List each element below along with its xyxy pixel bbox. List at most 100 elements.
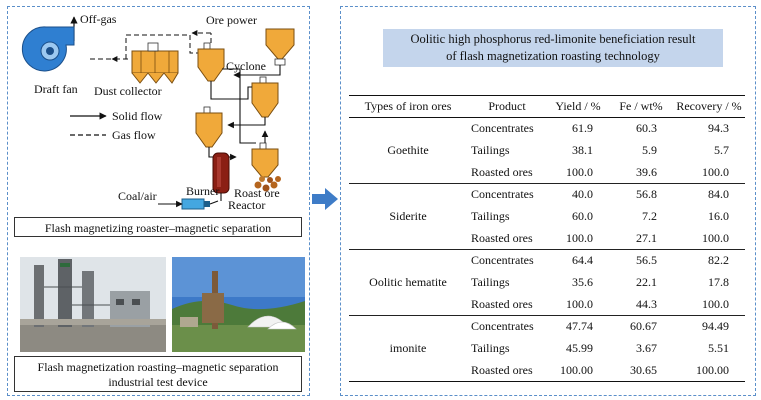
label-roast-ore: Roast ore — [234, 186, 280, 200]
table-title-line-1: Oolitic high phosphorus red-limonite ben… — [410, 32, 696, 46]
ore-type-cell: Siderite — [349, 183, 467, 250]
recovery-cell: 94.49 — [702, 319, 729, 334]
yield-cell: 100.0 — [547, 293, 609, 316]
ore-type-cell: Oolitic hematite — [349, 249, 467, 316]
recovery-cell: 5.51 — [708, 341, 729, 355]
roaster-caption-text: Flash magnetizing roaster–magnetic separ… — [44, 221, 272, 235]
yield-cell: 45.99 — [566, 341, 593, 355]
product-cell: Concentrates — [471, 187, 534, 202]
label-gas-flow: Gas flow — [112, 128, 156, 142]
industrial-caption-line-2: industrial test device — [108, 375, 208, 389]
product-cell: Roasted ores — [467, 359, 547, 382]
recovery-cell: 17.8 — [708, 275, 729, 289]
table-row: Tailings 45.99 3.67 5.51 — [349, 338, 745, 360]
recovery-cell: 100.00 — [673, 359, 745, 382]
product-cell: Concentrates — [471, 253, 534, 268]
industrial-caption-line-1: Flash magnetization roasting–magnetic se… — [37, 360, 279, 374]
fe-cell: 60.3 — [636, 121, 657, 136]
recovery-cell: 100.0 — [673, 161, 745, 184]
label-coal-air: Coal/air — [118, 189, 157, 203]
ore-bin-icon — [265, 28, 295, 66]
header-fe: Fe / wt% — [609, 95, 673, 118]
product-cell: Tailings — [471, 341, 510, 355]
table-row: imonite Concentrates 47.74 60.67 94.49 — [349, 315, 745, 382]
table-header-row: Types of iron ores Product Yield / % Fe … — [349, 95, 745, 118]
industrial-plant-photo-1 — [20, 257, 166, 352]
label-reactor: Reactor — [228, 198, 266, 212]
fe-cell: 60.67 — [630, 319, 657, 334]
recovery-cell: 100.0 — [673, 227, 745, 250]
product-cell: Roasted ores — [467, 227, 547, 250]
table-row: Tailings 60.0 7.2 16.0 — [349, 206, 745, 228]
fe-cell: 7.2 — [642, 209, 657, 223]
product-cell: Roasted ores — [467, 161, 547, 184]
yield-cell: 47.74 — [566, 319, 593, 334]
recovery-cell: 84.0 — [708, 187, 729, 202]
flowsheet-diagram — [21, 16, 295, 210]
cyclone-4-icon — [251, 142, 279, 178]
ore-type-cell: imonite — [349, 315, 467, 382]
label-cyclone: Cyclone — [226, 59, 266, 73]
cyclone-1-icon — [197, 42, 225, 82]
fe-cell: 56.8 — [636, 187, 657, 202]
fe-cell: 56.5 — [636, 253, 657, 268]
product-cell: Tailings — [471, 275, 510, 289]
header-ore-type: Types of iron ores — [349, 95, 467, 118]
product-cell: Concentrates — [471, 319, 534, 334]
industrial-caption: Flash magnetization roasting–magnetic se… — [14, 356, 302, 392]
header-recovery: Recovery / % — [673, 95, 745, 118]
yield-cell: 100.0 — [547, 227, 609, 250]
fe-cell: 3.67 — [636, 341, 657, 355]
yield-cell: 60.0 — [572, 209, 593, 223]
yield-cell: 38.1 — [572, 143, 593, 157]
product-cell: Roasted ores — [467, 293, 547, 316]
yield-cell: 100.0 — [547, 161, 609, 184]
fe-cell: 44.3 — [609, 293, 673, 316]
right-arrow-icon — [312, 188, 338, 210]
roast-ore-icon — [254, 176, 281, 192]
table-title: Oolitic high phosphorus red-limonite ben… — [383, 29, 723, 67]
label-off-gas: Off-gas — [80, 12, 117, 26]
yield-cell: 100.00 — [547, 359, 609, 382]
label-ore-power: Ore power — [206, 13, 257, 27]
recovery-cell: 5.7 — [714, 143, 729, 157]
header-product: Product — [467, 95, 547, 118]
table-row: Siderite Concentrates 40.0 56.8 84.0 — [349, 183, 745, 250]
cyclone-3-icon — [195, 106, 223, 148]
table-row: Goethite Concentrates 61.9 60.3 94.3 — [349, 117, 745, 184]
left-panel: Off-gas Ore power Draft fan Dust collect… — [7, 6, 310, 396]
product-cell: Tailings — [471, 209, 510, 223]
right-panel: Oolitic high phosphorus red-limonite ben… — [340, 6, 756, 396]
yield-cell: 40.0 — [572, 187, 593, 202]
recovery-cell: 82.2 — [708, 253, 729, 268]
yield-cell: 35.6 — [572, 275, 593, 289]
yield-cell: 61.9 — [572, 121, 593, 136]
table-row: Tailings 35.6 22.1 17.8 — [349, 272, 745, 294]
industrial-plant-photo-2 — [172, 257, 305, 352]
table-title-line-2: of flash magnetization roasting technolo… — [446, 48, 660, 63]
label-solid-flow: Solid flow — [112, 109, 163, 123]
product-cell: Concentrates — [471, 121, 534, 136]
dust-collector-icon — [131, 42, 179, 84]
header-yield: Yield / % — [547, 95, 609, 118]
label-dust-collector: Dust collector — [94, 84, 162, 98]
roaster-caption: Flash magnetizing roaster–magnetic separ… — [14, 217, 302, 237]
results-table: Types of iron ores Product Yield / % Fe … — [349, 95, 745, 382]
fe-cell: 5.9 — [642, 143, 657, 157]
recovery-cell: 94.3 — [708, 121, 729, 136]
draft-fan-icon — [21, 26, 75, 72]
fe-cell: 22.1 — [636, 275, 657, 289]
recovery-cell: 16.0 — [708, 209, 729, 223]
fe-cell: 39.6 — [609, 161, 673, 184]
ore-type-cell: Goethite — [349, 117, 467, 184]
label-burner: Burner — [186, 184, 220, 198]
label-draft-fan: Draft fan — [34, 82, 78, 96]
recovery-cell: 100.0 — [673, 293, 745, 316]
